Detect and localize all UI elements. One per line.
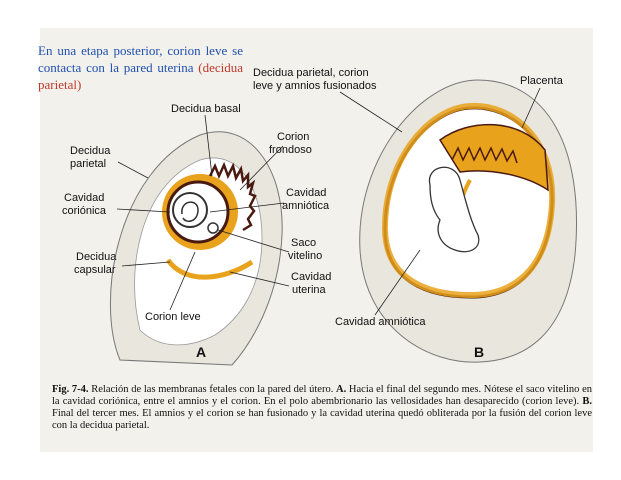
label-cavidad-amniotica-a-line2: amniótica: [282, 200, 330, 212]
fetus-b: [428, 166, 480, 253]
label-decidua-parietal-line1: Decidua: [70, 145, 111, 157]
label-decidua-basal: Decidua basal: [171, 103, 241, 115]
figure-a-letter: A: [196, 344, 206, 360]
leader-lines-b: [339, 87, 541, 316]
label-corion-frondoso-line2: frondoso: [269, 144, 312, 156]
yolk-sac-a: [207, 222, 219, 234]
label-decidua-capsular-line1: Decidua: [76, 251, 117, 263]
figure-caption: Fig. 7-4. Relación de las membranas feta…: [52, 384, 592, 432]
intro-text-main: En una etapa posterior, corion leve se c…: [38, 43, 243, 75]
label-cavidad-amniotica-a-line1: Cavidad: [286, 187, 326, 199]
caption-text-2: Hacia el final del segundo mes. Nótese e…: [52, 384, 592, 407]
figure-b-letter: B: [474, 344, 484, 360]
caption-fig-number: Fig. 7-4.: [52, 384, 89, 395]
label-cavidad-uterina-line1: Cavidad: [291, 271, 331, 283]
caption-b-marker: B.: [582, 396, 592, 407]
figure-b: Decidua parietal, corion leve y amnios f…: [253, 67, 577, 363]
chorion-frondoso-villi-a: [208, 161, 257, 232]
caption-text-1: Relación de las membranas fetales con la…: [88, 384, 337, 395]
label-cavidad-uterina-line2: uterina: [292, 284, 327, 296]
amniotic-cavity-a: [172, 192, 208, 228]
caption-a-marker: A.: [336, 384, 347, 395]
caption-text-3: Final del tercer mes. El amnios y el cor…: [52, 408, 592, 431]
figure-a: Decidua basal Decidua parietal Cavidad c…: [62, 103, 331, 366]
decidua-capsular-a: [165, 258, 254, 280]
embryo-a: [181, 201, 199, 223]
fused-membranes-b: [381, 102, 556, 299]
label-saco-vitelino-line2: vitelino: [288, 250, 322, 262]
label-decidua-parietal-line2: parietal: [70, 158, 106, 170]
intro-text: En una etapa posterior, corion leve se c…: [38, 42, 243, 93]
label-cavidad-corionica-line2: coriónica: [62, 205, 107, 217]
label-cavidad-amniotica-b: Cavidad amniótica: [335, 316, 426, 328]
label-decidua-capsular-line2: capsular: [74, 264, 116, 276]
label-decidua-fusion-line1: Decidua parietal, corion: [253, 67, 369, 79]
placenta-b: [438, 123, 549, 192]
placenta-villi-b: [451, 146, 518, 164]
leader-lines-a: [116, 114, 290, 311]
intro-text-highlight: (decidua parietal): [38, 60, 243, 92]
label-saco-vitelino-line1: Saco: [291, 237, 316, 249]
label-cavidad-corionica-line1: Cavidad: [64, 192, 104, 204]
label-corion-leve: Corion leve: [145, 311, 201, 323]
label-decidua-fusion-line2: leve y amnios fusionados: [253, 80, 377, 92]
label-corion-frondoso-line1: Corion: [277, 131, 309, 143]
label-placenta: Placenta: [520, 75, 564, 87]
